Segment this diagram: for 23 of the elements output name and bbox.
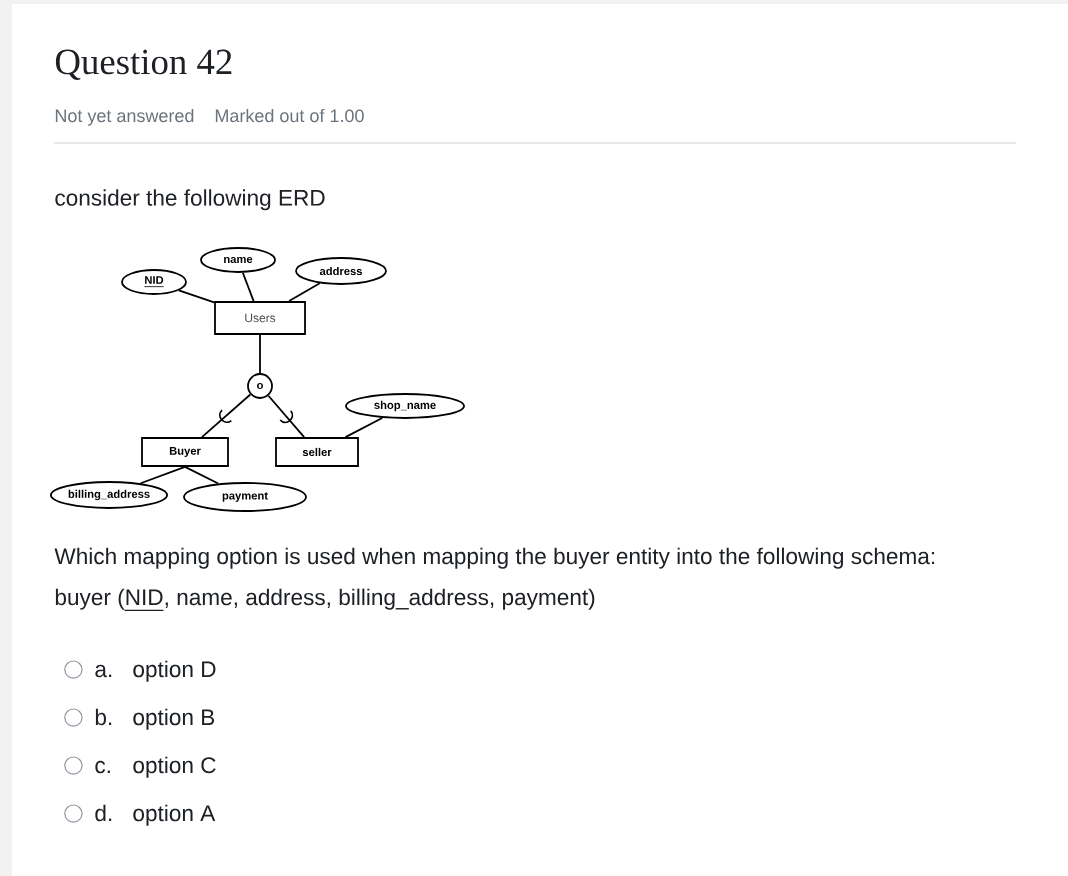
connector-line bbox=[139, 466, 186, 485]
schema-text: buyer (NID, name, address, billing_address, payment) bbox=[55, 588, 595, 611]
connector-line bbox=[201, 393, 252, 438]
option-letter: b. bbox=[95, 708, 112, 726]
option-letter: c. bbox=[95, 760, 110, 774]
intro-text: consider the following ERD bbox=[55, 189, 325, 211]
option-text: option C bbox=[133, 756, 216, 778]
question-text: Which mapping option is used when mapping the buyer entity into the following schema: bbox=[54, 547, 935, 569]
status-text: Not yet answered bbox=[55, 108, 194, 126]
marks-text: Marked out of 1.00 bbox=[215, 108, 364, 123]
connector-line bbox=[259, 334, 261, 374]
option-text: option B bbox=[133, 708, 215, 730]
connector-line bbox=[344, 417, 384, 438]
option-letter: d. bbox=[95, 804, 112, 822]
option-text: option D bbox=[133, 660, 216, 682]
question-title: Question 42 bbox=[55, 49, 232, 80]
connector-line bbox=[241, 271, 255, 302]
connector-line bbox=[267, 394, 306, 438]
connector-line bbox=[184, 466, 220, 485]
option-text: option A bbox=[133, 804, 216, 826]
option-letter: a. bbox=[95, 664, 112, 678]
connector-line bbox=[288, 282, 321, 302]
connector-line bbox=[177, 289, 215, 304]
